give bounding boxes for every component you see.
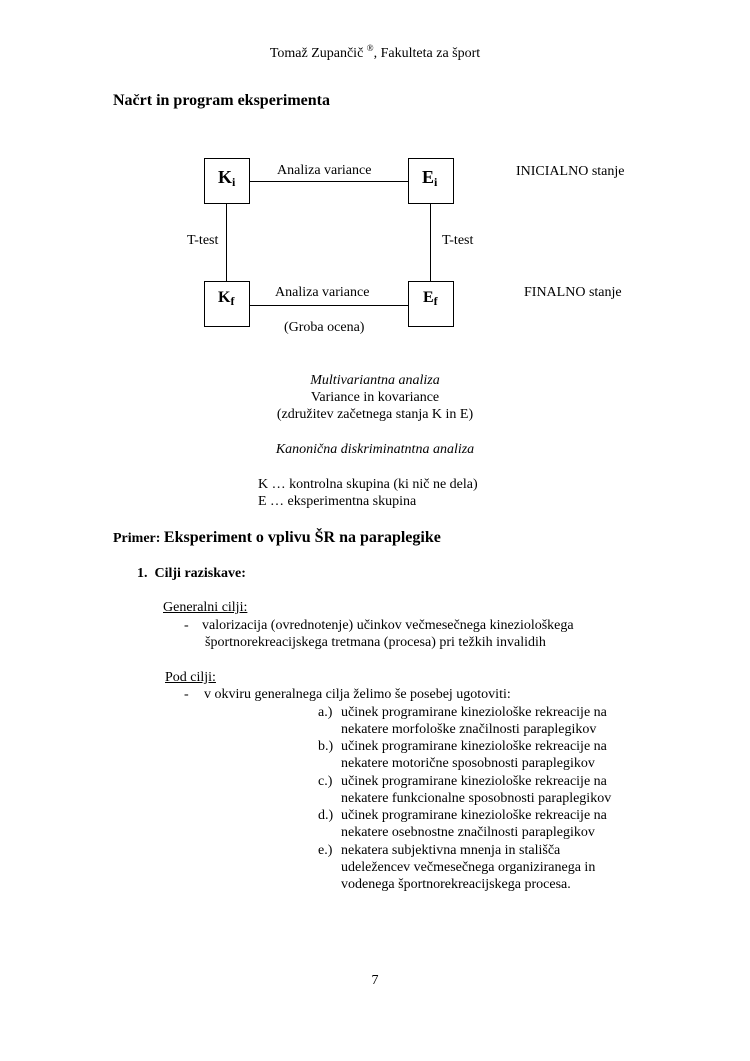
bottom-analysis-label: Analiza variance xyxy=(275,285,370,300)
sub-goal-letter-e: e.) xyxy=(318,843,333,858)
left-connector-line xyxy=(226,203,227,281)
sub-goal-letter-d: d.) xyxy=(318,808,334,823)
top-analysis-label: Analiza variance xyxy=(277,163,372,178)
sub-goals-label: Pod cilji: xyxy=(165,670,216,685)
canonical-analysis: Kanonična diskriminatntna analiza xyxy=(275,442,475,457)
sub-goal-b-line1: učinek programirane kineziološke rekreac… xyxy=(341,739,607,754)
final-state-label: FINALNO stanje xyxy=(524,285,622,300)
header-author: Tomaž Zupančič xyxy=(269,46,364,61)
sub-goal-d-line1: učinek programirane kineziološke rekreac… xyxy=(341,808,607,823)
page-number: 7 xyxy=(371,973,379,988)
sub-goal-c-line1: učinek programirane kineziološke rekreac… xyxy=(341,774,607,789)
legend-k: K … kontrolna skupina (ki nič ne dela) xyxy=(258,477,478,492)
sub-goal-dash: - xyxy=(184,687,189,702)
sub-goal-e-line2: udeležencev večmesečnega organiziranega … xyxy=(341,860,596,875)
box-ki-label: Ki xyxy=(218,167,236,189)
initial-state-label: INICIALNO stanje xyxy=(516,164,625,179)
multivariate-analysis: Multivariantna analiza xyxy=(310,373,440,388)
sub-goal-letter-a: a.) xyxy=(318,705,333,720)
section-title: Načrt in program eksperimenta xyxy=(113,92,330,109)
general-goal-dash: - xyxy=(184,618,189,633)
sub-goal-b-line2: nekatere motorične sposobnosti paraplegi… xyxy=(341,756,595,771)
sub-goal-c-line2: nekatere funkcionalne sposobnosti parapl… xyxy=(341,791,612,806)
box-kf-label: Kf xyxy=(218,289,235,308)
box-ki: Ki xyxy=(204,158,250,204)
general-goals-label: Generalni cilji: xyxy=(163,600,248,615)
header-faculty: , Fakulteta za šport xyxy=(373,46,481,61)
merge-note: (združitev začetnega stanja K in E) xyxy=(276,407,474,422)
goals-heading: 1. Cilji raziskave: xyxy=(137,566,246,581)
example-prefix: Primer: xyxy=(113,531,164,546)
sub-goal-intro: v okviru generalnega cilja želimo še pos… xyxy=(204,687,511,702)
sub-goal-e-line3: vodenega športnorekreacijskega procesa. xyxy=(341,877,571,892)
box-ef: Ef xyxy=(408,281,454,327)
box-ef-label: Ef xyxy=(423,289,438,308)
example-title: Eksperiment o vplivu ŠR na paraplegike xyxy=(163,529,441,546)
top-connector-line xyxy=(250,181,408,182)
sub-goal-a-line1: učinek programirane kineziološke rekreac… xyxy=(341,705,607,720)
left-ttest-label: T-test xyxy=(187,233,219,248)
sub-goal-d-line2: nekatere osebnostne značilnosti parapleg… xyxy=(341,825,595,840)
sub-goal-e-line1: nekatera subjektivna mnenja in stališča xyxy=(341,843,561,858)
box-ei-label: Ei xyxy=(422,167,438,189)
box-ei: Ei xyxy=(408,158,454,204)
bottom-connector-line xyxy=(250,305,408,306)
sub-goal-a-line2: nekatere morfološke značilnosti parapleg… xyxy=(341,722,597,737)
variance-covariance: Variance in kovariance xyxy=(310,390,440,405)
right-connector-line xyxy=(430,203,431,281)
box-kf: Kf xyxy=(204,281,250,327)
sub-goal-letter-c: c.) xyxy=(318,774,333,789)
example-heading: Primer: Eksperiment o vplivu ŠR na parap… xyxy=(113,529,441,547)
running-header: Tomaž Zupančič ®, Fakulteta za šport xyxy=(0,43,750,62)
bottom-analysis-note: (Groba ocena) xyxy=(284,320,365,335)
right-ttest-label: T-test xyxy=(442,233,474,248)
sub-goal-letter-b: b.) xyxy=(318,739,334,754)
general-goal-line1: valorizacija (ovrednotenje) učinkov večm… xyxy=(202,618,574,633)
legend-e: E … eksperimentna skupina xyxy=(258,494,417,509)
general-goal-line2: športnorekreacijskega tretmana (procesa)… xyxy=(205,635,546,650)
registered-mark: ® xyxy=(366,43,374,53)
